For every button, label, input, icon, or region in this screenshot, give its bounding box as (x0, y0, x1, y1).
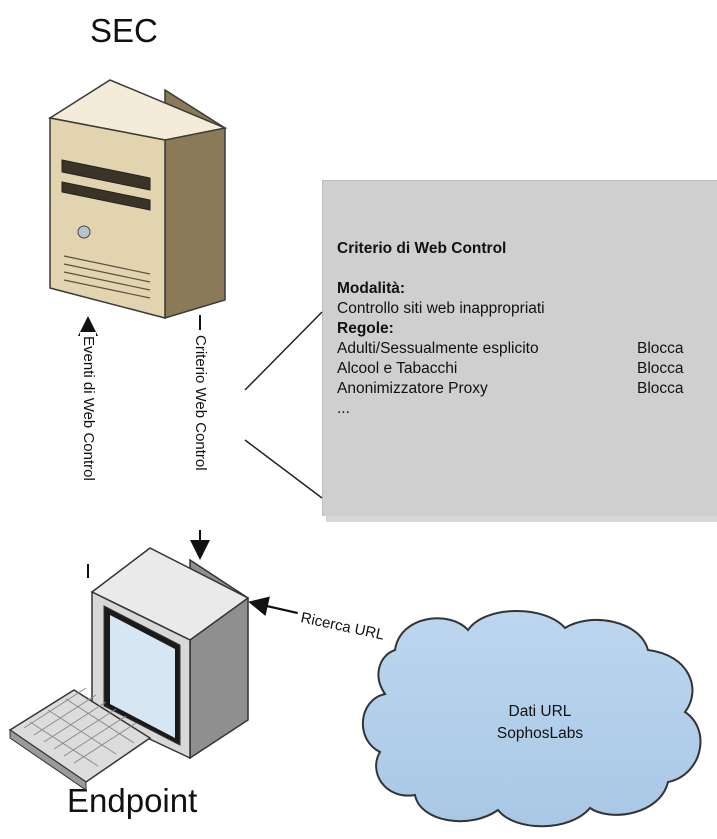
policy-arrow: Criterio Web Control (190, 315, 210, 560)
server-label: SEC (90, 12, 158, 49)
policy-panel: Criterio di Web Control Modalità: Contro… (322, 180, 717, 516)
lookup-arrow: Ricerca URL (248, 592, 470, 658)
server-icon (47, 79, 228, 320)
cloud-line1: Dati URL (509, 703, 572, 720)
events-arrow-label: Eventi di Web Control (80, 336, 97, 481)
cloud-icon: Dati URL SophosLabs (362, 610, 702, 828)
rule-name: Anonimizzatore Proxy (337, 380, 488, 397)
rule-row: Alcool e Tabacchi Blocca (337, 359, 707, 379)
rule-row: Anonimizzatore Proxy Blocca (337, 379, 707, 399)
cloud-line2: SophosLabs (497, 725, 583, 742)
policy-title: Criterio di Web Control (337, 240, 507, 257)
endpoint-label: Endpoint (67, 782, 198, 819)
mode-value: Controllo siti web inappropriati (337, 300, 545, 317)
rules-ellipsis: ... (337, 400, 350, 417)
rule-name: Adulti/Sessualmente esplicito (337, 340, 539, 357)
rule-action: Blocca (637, 380, 684, 397)
rule-name: Alcool e Tabacchi (337, 360, 458, 377)
events-arrow: Eventi di Web Control (78, 316, 98, 578)
rules-heading: Regole: (337, 320, 394, 337)
rule-action: Blocca (637, 340, 684, 357)
keyboard-icon (8, 687, 152, 791)
rule-row: Adulti/Sessualmente esplicito Blocca (337, 339, 707, 359)
mode-heading: Modalità: (337, 280, 406, 297)
policy-arrow-label: Criterio Web Control (192, 335, 209, 471)
rule-action: Blocca (637, 360, 684, 377)
panel-connector-lines (244, 311, 323, 499)
